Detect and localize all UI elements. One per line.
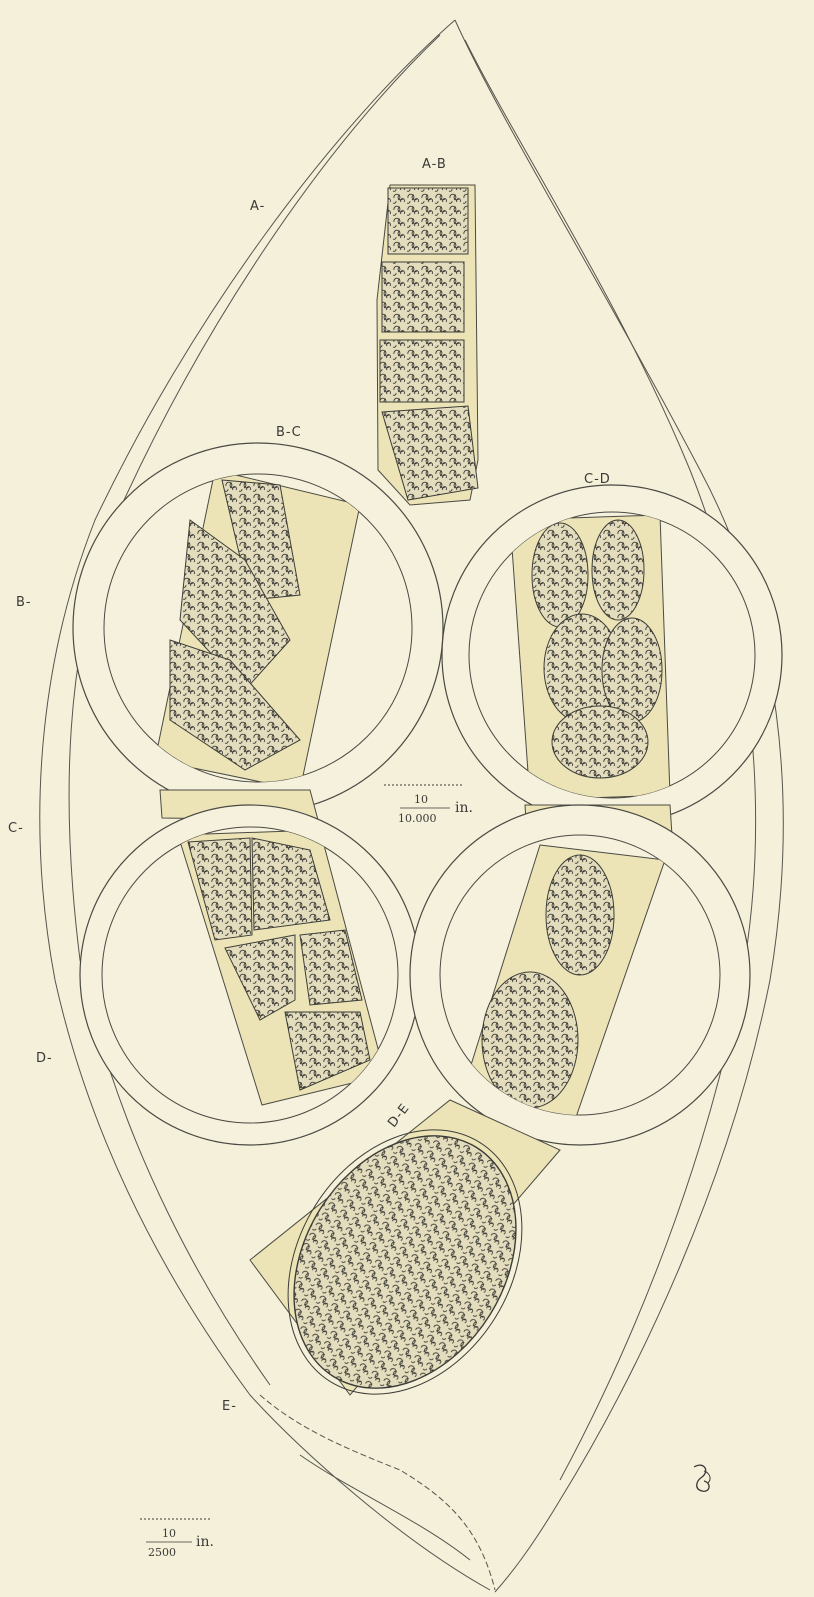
section-cd-detail	[442, 485, 782, 825]
label-detail-ab: A-B	[422, 157, 447, 172]
scale-small-unit: in.	[196, 1534, 214, 1550]
scale-small-numerator: 10	[162, 1527, 176, 1540]
section-d-right-detail	[410, 805, 750, 1145]
section-bc-detail	[73, 443, 443, 813]
label-section-a: A-	[250, 199, 265, 214]
scale-large-numerator: 10	[414, 793, 428, 806]
scale-bar-large: 10 10.000 in.	[384, 785, 473, 825]
scale-large-denominator: 10.000	[398, 812, 437, 825]
label-section-b: B-	[16, 595, 32, 610]
scale-small-denominator: 2500	[148, 1546, 176, 1559]
label-detail-cd: C-D	[584, 472, 611, 487]
artist-monogram-icon	[694, 1465, 710, 1491]
label-section-d: D-	[36, 1051, 53, 1066]
label-detail-de: D-E	[385, 1101, 413, 1131]
scale-large-unit: in.	[455, 800, 473, 816]
section-d-left-detail	[80, 805, 420, 1145]
label-section-c: C-	[8, 821, 24, 836]
section-ab-detail	[377, 185, 478, 505]
label-detail-bc: B-C	[276, 425, 302, 440]
scale-bar-small: 10 2500 in.	[140, 1519, 214, 1559]
label-section-e: E-	[222, 1399, 237, 1414]
